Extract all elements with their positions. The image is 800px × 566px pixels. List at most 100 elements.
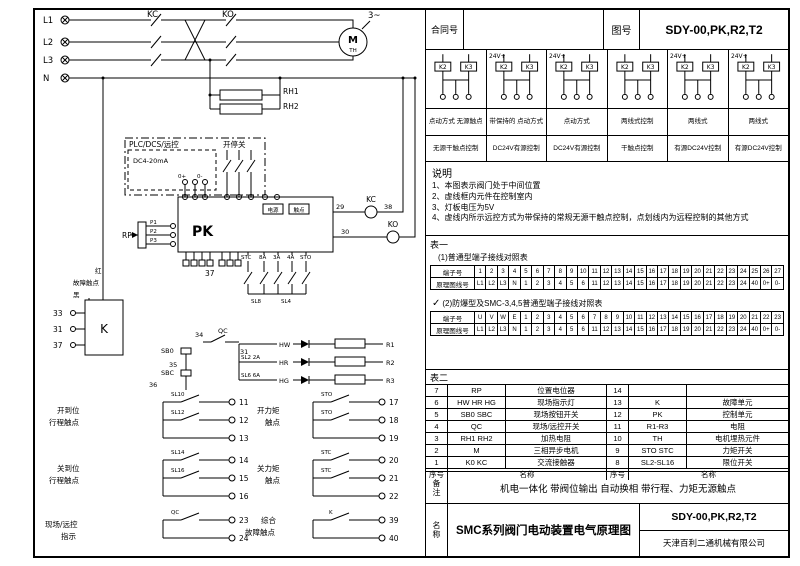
wire-cell: 40 [750, 278, 761, 289]
drawing-no-label: 图号 [604, 10, 640, 49]
stc-contact-label2: STC [321, 468, 332, 474]
k3-relay-label: K3 [465, 64, 473, 71]
terminal-cell: 16 [647, 266, 658, 277]
mode-caption-2: DC24V有源控制 [486, 134, 546, 162]
terminal-cell: 15 [635, 266, 647, 277]
terminal-cell: 21 [750, 312, 761, 323]
red-wire-label: 红 [95, 266, 102, 275]
wire-cell: 21 [704, 324, 716, 335]
wire-cell: 11 [589, 324, 601, 335]
desc-cell: 电机埋热元件 [715, 434, 760, 443]
seq-cell: 1 [426, 457, 448, 468]
terminal-20-label: 20 [389, 456, 399, 465]
mode-caption-2: 有源DC24V控制 [728, 134, 788, 162]
power-input-terminals: L1 L2 L3 N [43, 15, 70, 84]
desc-cell: 三相异步电机 [506, 445, 607, 456]
terminal-cell: U [475, 312, 487, 323]
mode-captions: 两线式 有源DC24V控制 [728, 108, 788, 162]
wire-38-label: 38 [384, 203, 392, 211]
terminal-cell: 10 [578, 266, 590, 277]
wire-cell: 23 [727, 278, 739, 289]
note-line: 2、虚线框内元件在控制室内 [432, 191, 533, 201]
terminal-16-label: 16 [239, 492, 249, 501]
seq-cell: 7 [426, 385, 448, 396]
k3-relay-label: K3 [586, 64, 594, 71]
wire-31-label: 31 [240, 348, 248, 356]
control-mode: 24V+ K2 K3 点动方式 DC24V有源控制 [547, 50, 608, 161]
wire-cell: L3 [498, 278, 510, 289]
wire-cell: 21 [704, 278, 716, 289]
footer-name-header: 名称 [448, 469, 607, 480]
symbol-cell [629, 385, 687, 396]
torque-contact-groups-right: 开力矩 触点 STO 17 STO 18 19 关力矩 触点 STC 20 ST… [245, 392, 399, 543]
mode-caption-1: 带保持的 点动方式 [489, 118, 544, 126]
drawing-no-value: SDY-00,PK,R2,T2 [665, 22, 763, 37]
k2-relay-label: K2 [439, 64, 447, 71]
desc-cell: 现场/远控开关 [506, 421, 607, 432]
terminal-cell: 27 [774, 268, 781, 275]
symbol-cell: RP [448, 385, 506, 396]
component-row: 6 HW HR HG 现场指示灯 13 K 故障单元 [426, 397, 788, 409]
wire-cell: 5 [567, 324, 578, 335]
plc-dcs-label: PLC/DCS/远控 [129, 139, 179, 149]
mode-voltage-label: 24V+ [730, 53, 747, 60]
drawing-name: SMC系列阀门电动装置电气原理图 [448, 504, 640, 556]
wire-cell: 18 [669, 278, 681, 289]
terminal-cell: 22 [761, 312, 773, 323]
desc-cell: 现场指示灯 [506, 397, 607, 408]
note-line: 1、本图表示阀门处于中间位置 [432, 181, 541, 190]
terminal-13-label: 13 [239, 434, 249, 443]
motor-thermal-label: TH [348, 48, 357, 54]
neutral-label: N [43, 74, 49, 84]
terminal-cell: 8 [601, 312, 613, 323]
note-line: 3、灯板电压为5V [432, 202, 495, 212]
terminal-cell: 25 [750, 266, 761, 277]
wire-cell: 17 [658, 278, 670, 289]
k2-relay-label: K2 [500, 64, 508, 71]
component-row: 1 K0 KC 交流接触器 8 SL2-SL16 限位开关 [426, 457, 788, 469]
wire-cell: 24 [738, 278, 750, 289]
rh2-label: RH2 [283, 102, 299, 111]
wire-cell: 12 [601, 324, 613, 335]
wire-cell: 24 [738, 324, 750, 335]
terminal-cell: 6 [532, 266, 544, 277]
terminal-cell: 7 [544, 266, 556, 277]
mode-diagram: 24V+ K2 K3 [488, 53, 538, 100]
mode-captions: 点动方式 无源触点 无源干触点控制 [426, 108, 486, 161]
terminal-21-label: 21 [389, 474, 399, 483]
wire-34-label: 34 [195, 331, 203, 339]
sw-label-4a: 4A [287, 255, 294, 261]
component-row: 2 M 三相异步电机 9 STO STC 力矩开关 [426, 445, 788, 457]
terminal-cell: 12 [601, 266, 613, 277]
terminal-24-label: 24 [239, 534, 249, 543]
motor: M TH 3~ [338, 11, 381, 57]
mode-diagram: 24V+ K2 K3 [730, 53, 780, 100]
terminal-cell: 23 [727, 266, 739, 277]
main-schematic: L1 L2 L3 N KC KO M [43, 10, 417, 543]
qc-switch-label: QC [218, 327, 228, 335]
terminal-cell: E [509, 312, 521, 323]
component-row: 7 RP 位置电位器 14 [426, 385, 788, 397]
wire-37-label: 37 [205, 269, 215, 278]
symbol-cell: QC [448, 421, 506, 432]
wire-cell: 5 [567, 278, 578, 289]
terminal-15-label: 15 [239, 474, 249, 483]
mode-caption-1: 两线式 [748, 118, 769, 126]
control-mode-diagrams: K2 K3 点动方式 无源触点 无源干触点控制 24V+ [426, 50, 788, 162]
table1-subtitle-1: (1)普通型端子接线对照表 [438, 253, 528, 262]
heater-resistors: RH1 RH2 [208, 58, 299, 115]
terminal-cell: 5 [521, 266, 533, 277]
remote-control-section: PLC/DCS/远控 DC4-20mA 0+ 0- 开停关 [124, 137, 266, 197]
wire-cell: 19 [681, 324, 693, 335]
mode-caption-2: 干触点控制 [607, 134, 667, 162]
terminal-cell: 17 [658, 266, 670, 277]
name-label: 名称 [426, 504, 448, 556]
control-mode: K2 K3 点动方式 无源触点 无源干触点控制 [426, 50, 487, 161]
k2-relay-label: K2 [560, 64, 568, 71]
mode-captions: 带保持的 点动方式 DC24V有源控制 [486, 108, 546, 162]
terminal-cell: 1 [521, 312, 533, 323]
wire-cell: 13 [612, 278, 624, 289]
